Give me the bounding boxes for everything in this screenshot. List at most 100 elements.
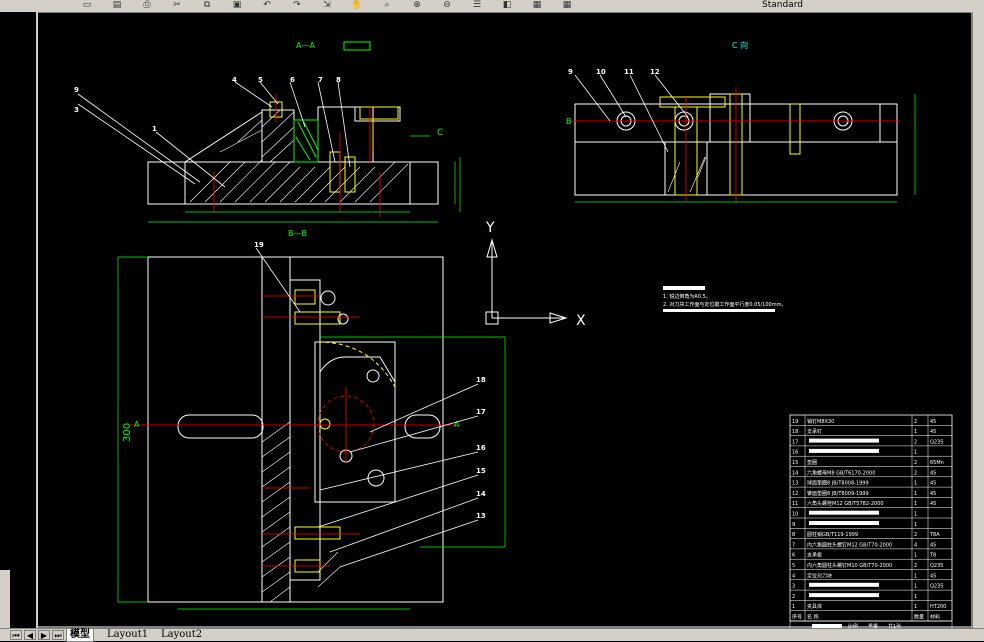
tab-layout1[interactable]: Layout1 [107, 629, 149, 640]
view-bb: B—B [117, 229, 506, 610]
bom-cell: 1 [914, 553, 917, 559]
bom-cell: 六角螺母M8 GB/T6170-2000 [807, 469, 875, 476]
bom-cell: 1 [914, 491, 917, 497]
match-icon[interactable]: ⇲ [323, 0, 331, 10]
bom-cell: 球面垫圈8 JB/T8008-1999 [807, 480, 869, 487]
pan-icon[interactable]: ✋ [351, 0, 363, 10]
bom-cell: 1 [914, 594, 917, 600]
bom-cell: 支承板 [807, 552, 822, 559]
view-c: C 向 B [566, 40, 916, 203]
bom-cell: 45 [930, 542, 936, 548]
bom-cell: 2 [914, 470, 917, 476]
bom-cell: 2 [914, 532, 917, 538]
ucs-icon [485, 238, 568, 325]
bom-cell: 垫圈 [807, 459, 817, 466]
bom-cell: 10 [792, 512, 798, 518]
bom-cell: 45 [930, 481, 936, 487]
tab-model[interactable]: 模型 [66, 629, 94, 642]
bom-cell: 3 [792, 584, 795, 590]
zoom-previous-icon[interactable]: ⊖ [443, 0, 451, 10]
bom-cell: 1 [914, 501, 917, 507]
bom-cell: 11 [792, 501, 798, 507]
calculator-icon[interactable]: ▦ [562, 0, 572, 10]
bom-cell: Q235 [930, 439, 943, 445]
bom-cell: 7 [792, 542, 795, 548]
paste-icon[interactable]: ▣ [232, 0, 242, 10]
bom-cell: 45 [930, 419, 936, 425]
redo-icon[interactable]: ↷ [293, 0, 301, 10]
technical-notes: 1. 锐边倒角为R0.5。 2. 对刀块工作面与定位键工作面平行度0.05/10… [663, 286, 786, 312]
prev-tab-icon[interactable]: ◀ [24, 630, 36, 640]
bom-cell: 6 [792, 553, 795, 559]
tool-palette-icon[interactable]: ▦ [532, 0, 542, 10]
tab-layout2[interactable]: Layout2 [161, 629, 203, 640]
print-icon[interactable]: ⎙ [143, 0, 151, 10]
layer-control-label[interactable]: Standard [762, 0, 803, 10]
balloon-6: 6 [290, 76, 295, 84]
note-2: 2. 对刀块工作面与定位键工作面平行度0.05/100mm。 [663, 301, 786, 308]
bom-cell: 45 [930, 470, 936, 476]
balloon-16: 16 [476, 444, 486, 452]
balloon-13: 13 [476, 512, 486, 520]
bom-cell: 15 [792, 460, 798, 466]
bom-cell: 45 [930, 573, 936, 579]
bom-cell: 2 [914, 563, 917, 569]
save-icon[interactable]: ▤ [112, 0, 122, 10]
bom-cell: 18 [792, 429, 798, 435]
axis-y-label: Y [485, 220, 495, 236]
bom-cell: 5 [792, 563, 795, 569]
zoom-window-icon[interactable]: ⊕ [413, 0, 421, 10]
bom-cell: Q235 [930, 563, 943, 569]
command-panel-edge[interactable] [0, 570, 10, 628]
note-1: 1. 锐边倒角为R0.5。 [663, 293, 711, 300]
bom-cell: 内六角圆柱头螺钉M10 GB/T70-2000 [807, 562, 892, 569]
bom-header-cell: 数量 [914, 614, 924, 621]
bom-cell: 45 [930, 491, 936, 497]
vertical-scrollbar[interactable] [972, 12, 984, 628]
bom-cell: 14 [792, 470, 798, 476]
view-bb-title: B—B [288, 229, 307, 238]
open-icon[interactable]: ▭ [82, 0, 92, 10]
section-a-left: A [134, 420, 140, 429]
drawing-canvas[interactable]: A—A [0, 11, 984, 642]
bom-cell: 17 [792, 439, 798, 445]
bom-header-cell: 名 称 [807, 614, 819, 621]
zoom-realtime-icon[interactable]: ⌕ [384, 0, 390, 10]
bom-cell: 9 [792, 522, 795, 528]
bom-cell: 1 [914, 450, 917, 456]
last-tab-icon[interactable]: ⏭ [52, 630, 64, 640]
bom-cell: 1 [914, 429, 917, 435]
bom-cell: HT200 [930, 604, 946, 610]
bom-cell: 圆柱销GB/T119-1999 [807, 531, 858, 538]
bom-cell: 19 [792, 419, 798, 425]
bom-cell: 4 [792, 573, 795, 579]
bom-cell: 8 [792, 532, 795, 538]
bom-cell: 45 [930, 429, 936, 435]
balloon-c-9: 9 [568, 68, 573, 76]
balloon-9: 9 [74, 86, 79, 94]
bom-cell: 夹具体 [807, 603, 822, 610]
undo-icon[interactable]: ↶ [263, 0, 271, 10]
bom-cell: 1 [914, 584, 917, 590]
view-aa: A—A [74, 41, 461, 223]
balloon-c-11: 11 [624, 68, 634, 76]
balloon-19: 19 [254, 241, 264, 249]
cut-icon[interactable]: ✂ [173, 0, 181, 10]
balloon-17: 17 [476, 408, 486, 416]
bom-cell: 65Mn [930, 460, 944, 466]
next-tab-icon[interactable]: ▶ [38, 630, 50, 640]
properties-icon[interactable]: ☰ [472, 0, 482, 10]
balloon-5: 5 [258, 76, 263, 84]
first-tab-icon[interactable]: ⏮ [10, 630, 22, 640]
design-center-icon[interactable]: ◧ [502, 0, 512, 10]
bom-cell: 2 [792, 594, 795, 600]
bom-cell: 45 [930, 501, 936, 507]
copy-icon[interactable]: ⧉ [203, 0, 211, 10]
section-a-right: A [454, 420, 460, 429]
balloon-1: 1 [152, 125, 157, 133]
bom-cell: 锥面垫圈8 JB/T8009-1999 [807, 490, 869, 497]
axis-x-label: X [576, 313, 586, 329]
title-block-cell: 重量 [868, 623, 878, 628]
bom-cell: T8A [929, 532, 940, 538]
left-splitter[interactable] [36, 12, 38, 628]
